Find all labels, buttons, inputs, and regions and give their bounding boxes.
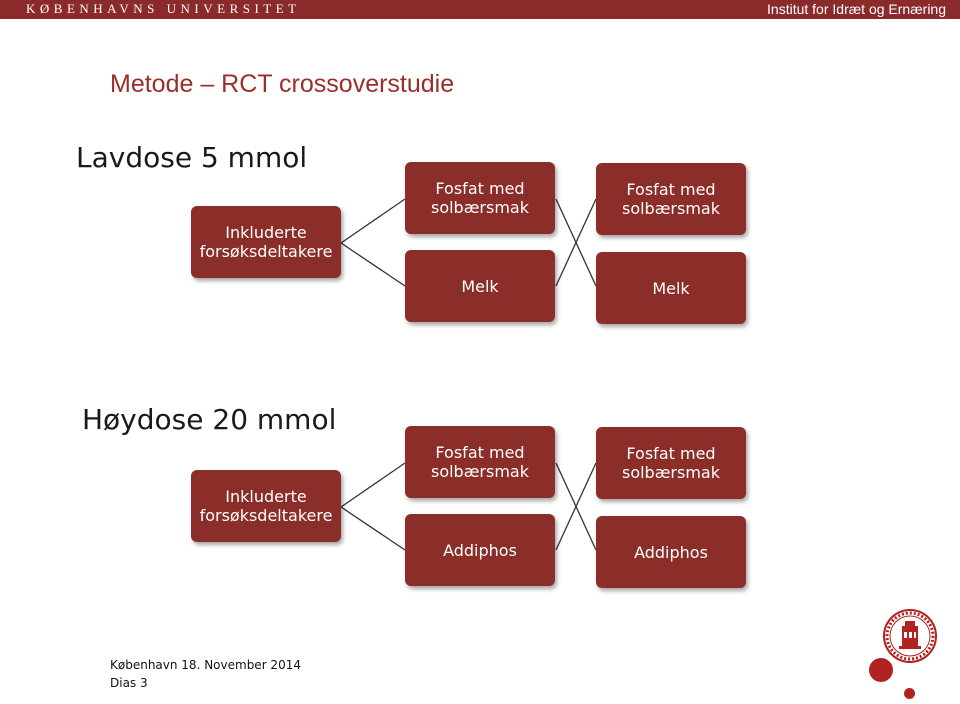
footer-place-date: København 18. November 2014 bbox=[110, 658, 301, 672]
connector-line bbox=[555, 198, 597, 287]
university-seal-icon bbox=[883, 609, 937, 663]
box-label: Addiphos bbox=[634, 542, 708, 562]
low-dose-period2-bottom-box: Melk bbox=[596, 252, 746, 324]
box-label: Fosfat med solbærsmak bbox=[621, 444, 720, 482]
high-dose-period1-top-box: Fosfat med solbærsmak bbox=[405, 426, 555, 498]
high-dose-period2-bottom-box: Addiphos bbox=[596, 516, 746, 588]
high-dose-period2-top-box: Fosfat med solbærsmak bbox=[596, 427, 746, 499]
box-label: Melk bbox=[461, 276, 499, 296]
box-label: Inkluderte forsøksdeltakere bbox=[199, 487, 333, 525]
box-label: Melk bbox=[652, 278, 690, 298]
high-dose-period1-bottom-box: Addiphos bbox=[405, 514, 555, 586]
connector-line bbox=[340, 506, 406, 551]
footer-slide-number: Dias 3 bbox=[110, 676, 148, 690]
box-label: Fosfat med solbærsmak bbox=[430, 443, 529, 481]
high-dose-start-box: Inkluderte forsøksdeltakere bbox=[191, 470, 341, 542]
decorative-dot-small bbox=[904, 688, 915, 699]
box-label: Addiphos bbox=[443, 540, 517, 560]
connector-line bbox=[340, 242, 406, 287]
university-name: KØBENHAVNS UNIVERSITET bbox=[26, 1, 301, 16]
connector-line bbox=[555, 462, 597, 551]
low-dose-heading: Lavdose 5 mmol bbox=[76, 141, 308, 174]
institute-name: Institut for Idræt og Ernæring bbox=[767, 1, 946, 17]
box-label: Inkluderte forsøksdeltakere bbox=[199, 223, 333, 261]
header-bar: KØBENHAVNS UNIVERSITET Institut for Idræ… bbox=[0, 0, 960, 19]
low-dose-period1-top-box: Fosfat med solbærsmak bbox=[405, 162, 555, 234]
box-label: Fosfat med solbærsmak bbox=[621, 180, 720, 218]
low-dose-start-box: Inkluderte forsøksdeltakere bbox=[191, 206, 341, 278]
decorative-dot-large bbox=[869, 658, 893, 682]
connector-line bbox=[340, 462, 406, 508]
connector-line bbox=[340, 198, 406, 244]
low-dose-period2-top-box: Fosfat med solbærsmak bbox=[596, 163, 746, 235]
low-dose-period1-bottom-box: Melk bbox=[405, 250, 555, 322]
slide-title: Metode – RCT crossoverstudie bbox=[110, 70, 455, 98]
box-label: Fosfat med solbærsmak bbox=[430, 179, 529, 217]
high-dose-heading: Høydose 20 mmol bbox=[82, 403, 337, 436]
